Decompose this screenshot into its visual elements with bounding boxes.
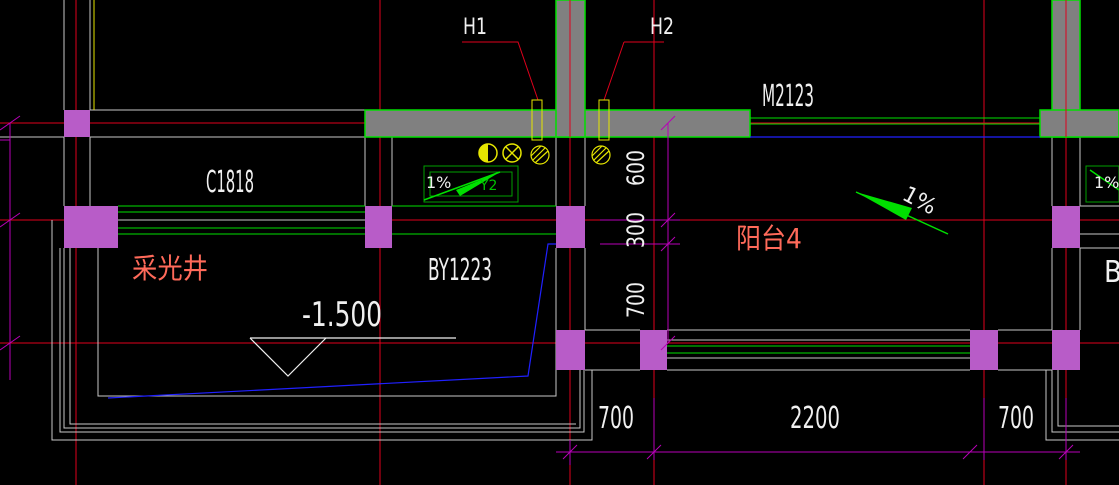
column — [365, 206, 392, 248]
hatched-circle-icon — [591, 145, 611, 165]
dimension-2200: 2200 — [790, 401, 840, 436]
concrete-inner-red — [569, 0, 1067, 137]
slope-arrow-right — [1085, 165, 1119, 203]
column — [970, 330, 998, 370]
window-lines — [118, 117, 1040, 354]
concrete-beam-top-right — [1039, 109, 1119, 138]
label-h1: H1 — [463, 15, 487, 40]
label-y2: Y2 — [479, 178, 497, 194]
column — [556, 206, 585, 248]
label-m2123: M2123 — [762, 79, 814, 114]
half-filled-circle-icon — [478, 143, 498, 163]
dimension-300: 300 — [622, 212, 650, 248]
label-h2: H2 — [650, 15, 674, 40]
label-slope-small: 1% — [426, 173, 451, 192]
label-partial-b: B — [1104, 255, 1119, 290]
columns — [64, 110, 1080, 370]
column — [1052, 330, 1080, 370]
column — [556, 330, 585, 370]
label-by1223: BY1223 — [428, 253, 492, 288]
crossed-circle-icon — [502, 143, 522, 163]
column — [64, 206, 118, 248]
slope-arrow-small — [423, 165, 519, 203]
column — [1052, 206, 1080, 248]
column — [64, 110, 90, 137]
pipe-markers — [531, 99, 610, 141]
leader-lines — [462, 41, 664, 101]
hatched-circle-icon — [530, 145, 550, 165]
column — [640, 330, 667, 370]
chinese-labels: 采光井 阳台4 — [132, 222, 802, 285]
label-light-well: 采光井 — [132, 252, 208, 285]
label-elevation: -1.500 — [302, 295, 382, 335]
label-c1818: C1818 — [206, 165, 254, 200]
label-balcony: 阳台4 — [736, 222, 802, 255]
label-slope-right: 1% — [1094, 173, 1119, 192]
drain-lines — [107, 136, 1040, 399]
window-lines-white — [118, 205, 1119, 359]
dimension-700-vertical: 700 — [622, 282, 650, 318]
slope-arrow-balcony — [855, 191, 949, 235]
walls — [0, 0, 1119, 441]
elevation-marker — [249, 337, 456, 377]
dimension-lines — [0, 115, 1080, 465]
dimension-700-left: 700 — [598, 401, 634, 436]
dimension-600: 600 — [622, 150, 650, 186]
dimension-700-right: 700 — [998, 401, 1034, 436]
